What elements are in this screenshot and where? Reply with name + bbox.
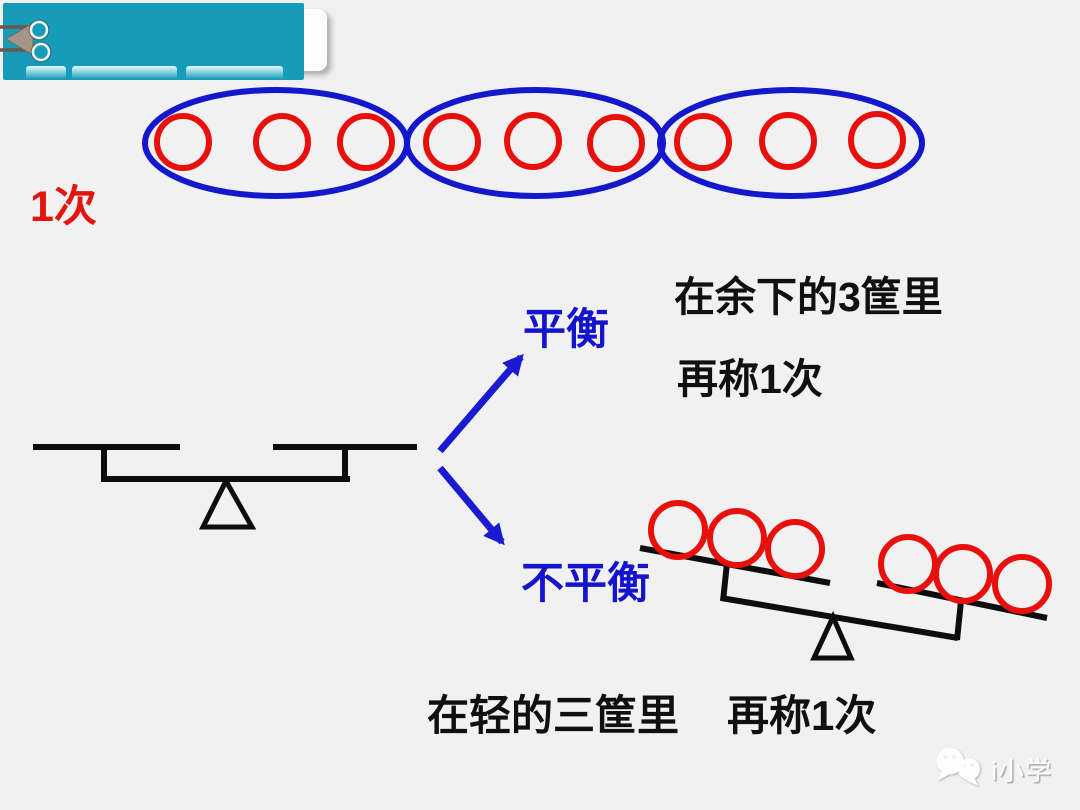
basket-circle bbox=[423, 113, 481, 171]
wechat-icon bbox=[936, 747, 981, 786]
tilted-scale-right-hanger bbox=[954, 600, 964, 641]
tilted-scale-beam bbox=[720, 595, 959, 641]
back-banner[interactable] bbox=[0, 0, 345, 92]
basket-circle bbox=[674, 113, 732, 171]
tilted-left-circle bbox=[648, 500, 708, 560]
tilted-scale-fulcrum bbox=[810, 610, 855, 661]
unbalanced-note-left: 在轻的三筐里 bbox=[427, 692, 680, 739]
balanced-note-line1: 在余下的3筐里 bbox=[674, 274, 943, 320]
arrow-balanced bbox=[437, 353, 524, 454]
tilted-left-circle bbox=[707, 508, 767, 568]
level-scale-fulcrum bbox=[198, 475, 257, 530]
tilted-right-circle bbox=[878, 534, 938, 594]
banner-gloss bbox=[0, 0, 345, 92]
group-ellipse-1 bbox=[142, 87, 410, 199]
tilted-scale-left-hanger bbox=[720, 562, 730, 602]
decision-arrows bbox=[437, 353, 524, 546]
basket-circles-row bbox=[154, 111, 906, 172]
balanced-label: 平衡 bbox=[523, 306, 609, 354]
tilted-scale-circles bbox=[648, 500, 1052, 614]
back-arrow-icon bbox=[0, 19, 52, 63]
step1-label: 1次 bbox=[30, 183, 97, 231]
balanced-note-line2: 再称1次 bbox=[677, 356, 823, 402]
basket-group-ellipses bbox=[142, 87, 925, 199]
basket-circle bbox=[253, 113, 311, 171]
group-ellipse-2 bbox=[404, 87, 666, 199]
unbalanced-label: 不平衡 bbox=[521, 560, 650, 608]
basket-circle bbox=[759, 112, 817, 170]
basket-circle bbox=[848, 111, 906, 169]
basket-circle bbox=[504, 112, 562, 170]
basket-circle bbox=[337, 113, 395, 171]
balance-scale-level bbox=[33, 444, 417, 530]
basket-circle bbox=[154, 113, 212, 171]
unbalanced-note-right: 再称1次 bbox=[727, 692, 877, 739]
group-ellipse-3 bbox=[657, 87, 925, 199]
basket-circle bbox=[587, 114, 645, 172]
watermark: i小学 bbox=[933, 746, 1052, 792]
tilted-left-circle bbox=[765, 519, 825, 579]
watermark-label: i小学 bbox=[991, 755, 1052, 786]
tilted-right-circle bbox=[933, 544, 993, 604]
arrow-unbalanced bbox=[437, 465, 505, 546]
tilted-right-circle bbox=[992, 554, 1052, 614]
